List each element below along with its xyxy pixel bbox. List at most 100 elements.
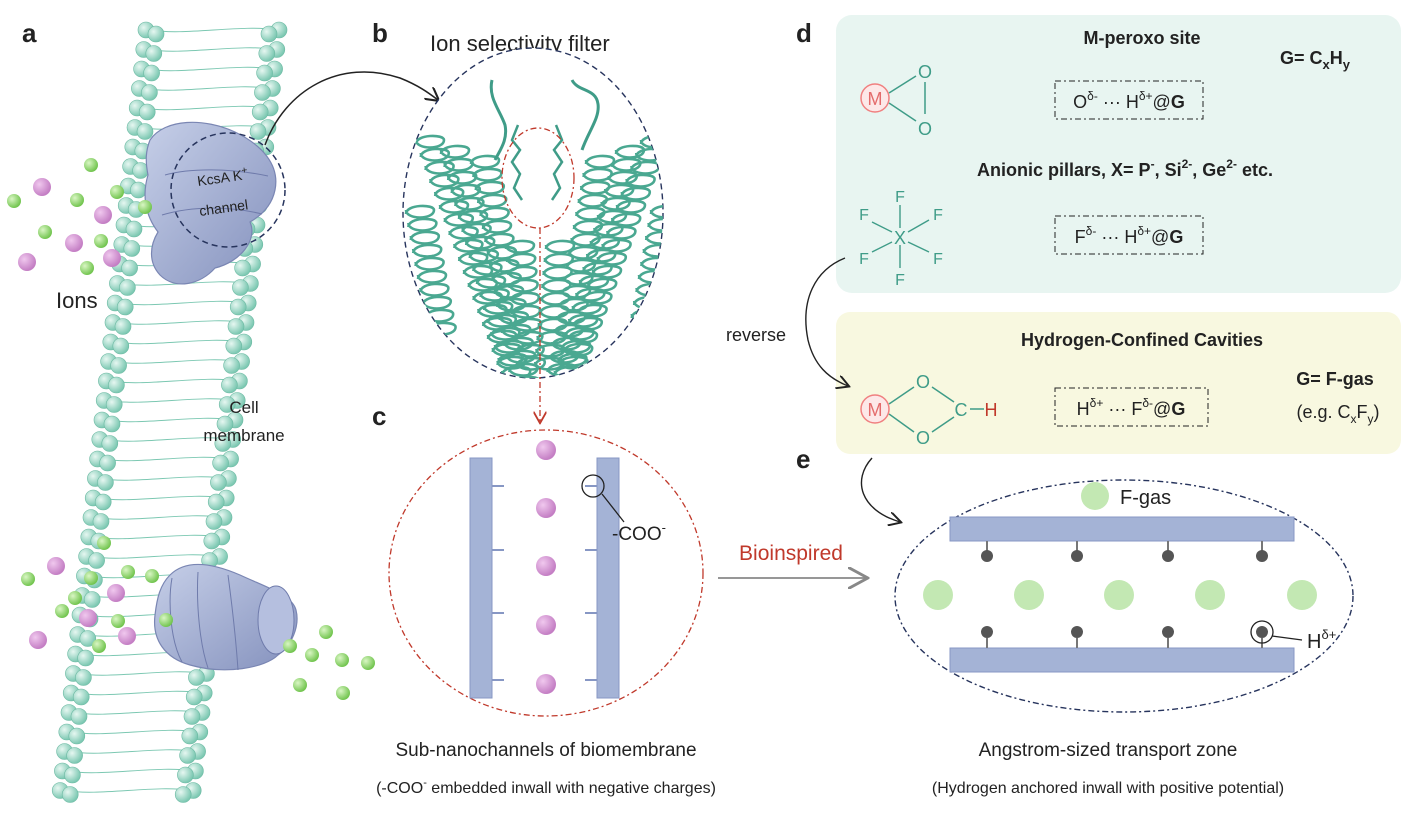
cavity-o-bottom: O: [916, 428, 930, 448]
green-ion: [80, 261, 94, 275]
lipid-head: [88, 552, 105, 569]
channel-ion: [536, 674, 556, 694]
lipid-head: [114, 318, 132, 335]
cavity-c-atom: C: [955, 400, 968, 420]
hydrogen-atom: [1071, 550, 1083, 562]
ion-cluster-top: [7, 158, 152, 275]
zoom-arrow-a-to-b: [264, 71, 438, 146]
lipid-head: [256, 64, 273, 82]
purple-ion: [79, 609, 97, 627]
lipid-tail: [66, 788, 190, 793]
lipid-tail: [94, 534, 218, 540]
interaction-text-2: Fδ- ··· Hδ+@G: [1075, 224, 1184, 247]
hydrogen-atom: [1162, 550, 1174, 562]
lipid-head: [68, 727, 86, 745]
f-atom-top: F: [895, 189, 905, 206]
green-ion: [84, 571, 98, 585]
panel-label-c: c: [372, 401, 386, 431]
lipid-head: [119, 279, 136, 296]
metal-atom-cavity-label: M: [868, 400, 883, 420]
green-ion: [110, 185, 124, 199]
peroxo-panel: [836, 15, 1401, 293]
channel-ion: [536, 440, 556, 460]
membrane-label-line1: Cell: [229, 398, 258, 417]
metal-atom-peroxo-label: M: [868, 89, 883, 109]
green-ion: [94, 234, 108, 248]
fgas-legend-dot: [1081, 482, 1109, 510]
channel-ion: [536, 556, 556, 576]
lipid-tail: [101, 476, 225, 481]
transport-wall-top: [949, 516, 1295, 542]
green-ion: [319, 625, 333, 639]
lipid-head: [147, 25, 165, 43]
lipid-head: [103, 415, 121, 433]
lipid-head: [221, 376, 238, 394]
peroxo-title: M-peroxo site: [1083, 28, 1200, 48]
lipid-head: [218, 396, 236, 413]
x-atom: X: [894, 228, 906, 248]
green-ion: [70, 193, 84, 207]
coo-group-label: -COO-: [612, 520, 666, 545]
lipid-head: [212, 454, 229, 472]
green-ion: [38, 225, 52, 239]
lipid-head: [72, 688, 90, 706]
purple-ion: [103, 249, 121, 267]
peroxo-o-bottom: O: [918, 119, 932, 139]
reverse-label: reverse: [726, 325, 786, 345]
panel-label-b: b: [372, 18, 388, 48]
lipid-head: [79, 630, 97, 647]
g-fgas-label: G= F-gas: [1296, 369, 1374, 389]
panel-label-d: d: [796, 18, 812, 48]
lipid-head: [227, 318, 245, 335]
xf6-structure: [871, 205, 930, 268]
lipid-head: [112, 337, 130, 355]
lipid-head: [141, 84, 158, 101]
lipid-head: [101, 435, 119, 452]
peroxo-o-top: O: [918, 62, 932, 82]
green-ion: [159, 613, 173, 627]
lipid-tail: [116, 339, 240, 345]
lipid-head: [75, 669, 92, 686]
cavities-panel: [836, 312, 1401, 454]
kcsa-channel: [144, 121, 277, 285]
alpha-helix: [533, 239, 576, 371]
lipid-tail: [147, 66, 271, 72]
green-ion: [145, 569, 159, 583]
lipid-tail: [121, 300, 245, 306]
lipid-head: [183, 708, 201, 725]
fgas-legend-label: F-gas: [1120, 487, 1171, 509]
f-atom-upper-right: F: [933, 207, 943, 224]
lipid-head: [64, 766, 81, 784]
f-atom-lower-right: F: [933, 251, 943, 268]
metal-atom-cavity: [860, 394, 890, 424]
panel-label-e: e: [796, 444, 810, 474]
h-delta-label: Hδ+: [1307, 627, 1336, 653]
metal-atom-peroxo: [860, 83, 890, 113]
lipid-head: [177, 766, 194, 784]
green-ion: [97, 536, 111, 550]
fgas-molecule: [1104, 580, 1134, 610]
lipid-head: [130, 181, 147, 199]
green-ion: [84, 158, 98, 172]
lipid-head: [77, 649, 94, 667]
hydrogen-atom: [981, 550, 993, 562]
cavity-bond-3: [931, 386, 955, 403]
lipid-head: [181, 727, 199, 745]
green-ion: [361, 656, 375, 670]
panel-label-a: a: [22, 18, 37, 48]
lipid-tail: [143, 105, 267, 111]
interaction-text-3: Hδ+ ··· Fδ-@G: [1077, 396, 1186, 419]
lipid-head: [188, 669, 205, 686]
coo-pointer-line: [601, 493, 625, 523]
green-ion: [92, 639, 106, 653]
membrane-label-line2: membrane: [203, 426, 284, 445]
lipid-tail: [118, 320, 243, 325]
interaction-text-1: Oδ- ··· Hδ+@G: [1073, 89, 1185, 112]
green-ion: [111, 614, 125, 628]
h-pointer-line: [1271, 635, 1303, 641]
lipid-tail: [96, 515, 221, 520]
g-formula-label: G= CxHy: [1280, 48, 1351, 72]
lipid-head: [210, 474, 227, 491]
green-ion: [336, 686, 350, 700]
lipid-head: [138, 103, 156, 121]
